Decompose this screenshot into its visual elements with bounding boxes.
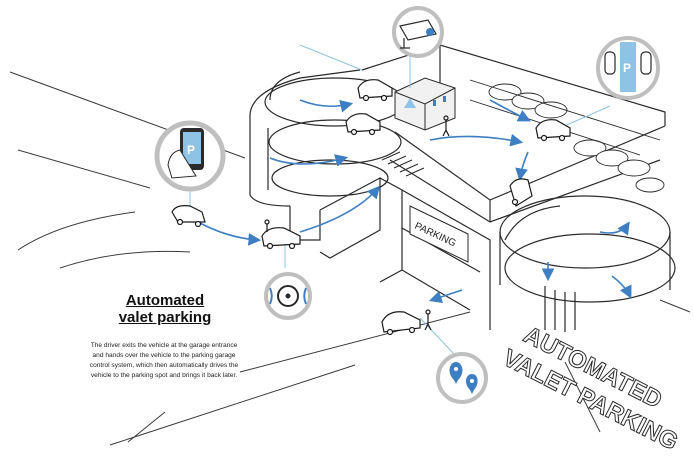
panel-title-line1: Automated <box>125 292 205 309</box>
connector-lines <box>189 44 611 356</box>
car-street <box>171 205 206 228</box>
car-parking <box>535 119 571 142</box>
car-top <box>357 79 393 102</box>
parking-bays <box>469 79 665 193</box>
cars <box>171 79 571 336</box>
parking-app-icon: P <box>154 120 226 192</box>
parking-spot-icon: P <box>596 36 660 100</box>
panel-description: The driver exits the vehicle at the gara… <box>89 342 239 379</box>
parking-sign: PARKING <box>409 205 469 263</box>
crosswalk <box>381 151 425 177</box>
panel-title-line2: valet parking <box>118 309 212 326</box>
svg-text:P: P <box>187 143 195 157</box>
svg-text:P: P <box>623 61 631 75</box>
panel-title: Automated valet parking <box>100 292 230 326</box>
security-camera-icon <box>392 6 444 58</box>
ramp-lettering: AUTOMATED VALET PARKING <box>498 321 683 457</box>
steering-wheel-icon <box>264 272 312 320</box>
car-descending <box>509 178 533 207</box>
location-pins-icon <box>436 352 488 404</box>
car-ramp-1 <box>345 113 381 136</box>
control-building <box>394 77 456 131</box>
car-entrance <box>261 227 301 250</box>
pedestrian-icon <box>264 115 450 331</box>
car-exit <box>381 311 421 336</box>
route-arrows <box>197 99 632 304</box>
